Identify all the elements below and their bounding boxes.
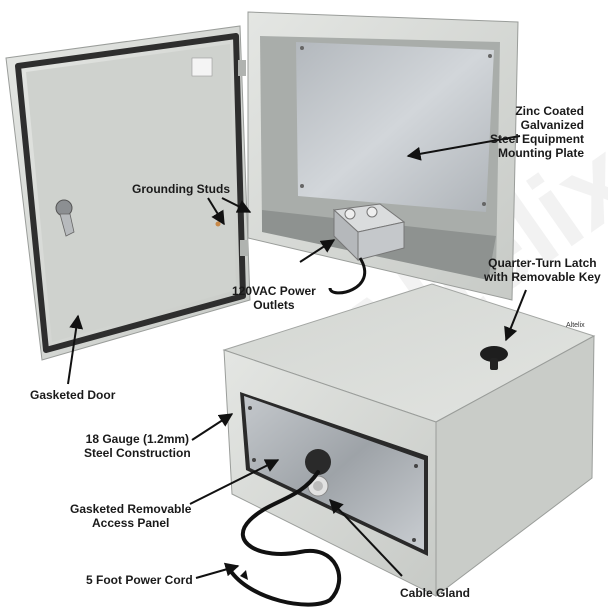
label-steel-construction: 18 Gauge (1.2mm) Steel Construction xyxy=(84,432,191,460)
label-gasketed-door: Gasketed Door xyxy=(30,388,116,402)
label-quarter-turn-latch: Quarter-Turn Latch with Removable Key xyxy=(484,256,601,284)
label-access-panel: Gasketed Removable Access Panel xyxy=(70,502,192,530)
label-power-cord: 5 Foot Power Cord xyxy=(86,573,193,587)
callout-arrows xyxy=(67,135,527,579)
power-outlet-box xyxy=(332,203,406,262)
door-ground-stud xyxy=(215,221,221,227)
label-power-outlets: 120VAC Power Outlets xyxy=(232,284,316,312)
label-mounting-plate: Zinc Coated Galvanized Steel Equipment M… xyxy=(490,104,585,160)
closed-enclosure: Altelix xyxy=(222,283,596,607)
label-grounding-studs: Grounding Studs xyxy=(132,182,230,196)
gasketed-door xyxy=(5,25,251,361)
access-panel xyxy=(240,392,428,556)
quarter-turn-latch-icon xyxy=(480,346,508,370)
label-cable-gland: Cable Gland xyxy=(400,586,471,600)
lid-brand-badge: Altelix xyxy=(566,322,585,329)
power-cord xyxy=(228,470,342,607)
enclosure-body xyxy=(247,11,519,301)
door-badge xyxy=(191,57,213,77)
mounting-plate xyxy=(296,42,494,212)
open-enclosure xyxy=(5,11,519,361)
door-lock-icon xyxy=(55,199,75,237)
